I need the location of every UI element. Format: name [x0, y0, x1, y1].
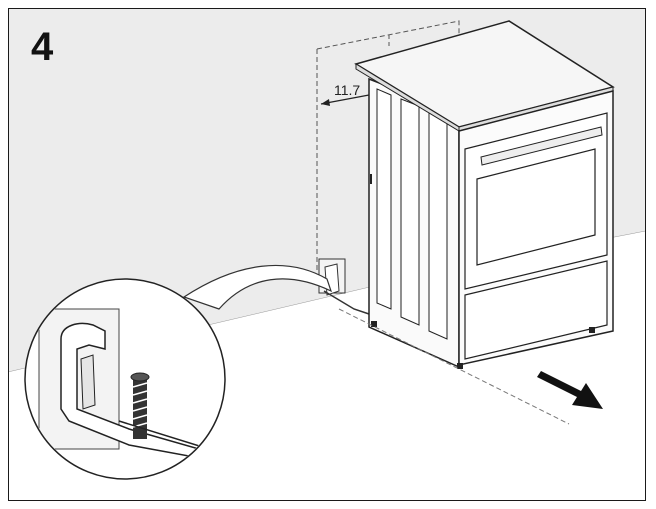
dimension-label: 11.7: [334, 82, 360, 98]
detail-bracket: [60, 322, 207, 461]
side-rib-3: [428, 110, 448, 340]
oven-window: [476, 148, 596, 266]
detail-screw-threads: [132, 382, 148, 428]
side-rib-1: [376, 88, 392, 310]
detail-bracket-slot: [80, 354, 96, 410]
step-number: 4: [31, 25, 54, 69]
cooker-foot-front-left: [457, 363, 463, 369]
oven-handle: [480, 126, 603, 166]
detail-callout-band: [182, 264, 333, 310]
detail-screw-head: [130, 372, 150, 382]
cooker-foot-rear: [371, 321, 377, 327]
detail-bracket-closeup: [38, 308, 210, 461]
storage-drawer: [464, 260, 608, 360]
cooker-foot-front-right: [589, 327, 595, 333]
detail-foot-rail: [118, 420, 210, 450]
push-direction-arrow: [537, 371, 603, 409]
dimension-arrowhead: [321, 99, 330, 106]
side-rib-2: [400, 98, 420, 326]
installation-figure: 11.7: [8, 8, 646, 501]
illustration-canvas: 11.7: [9, 9, 645, 500]
anti-tilt-chain: [323, 290, 370, 315]
floor-guide-line: [338, 308, 570, 425]
